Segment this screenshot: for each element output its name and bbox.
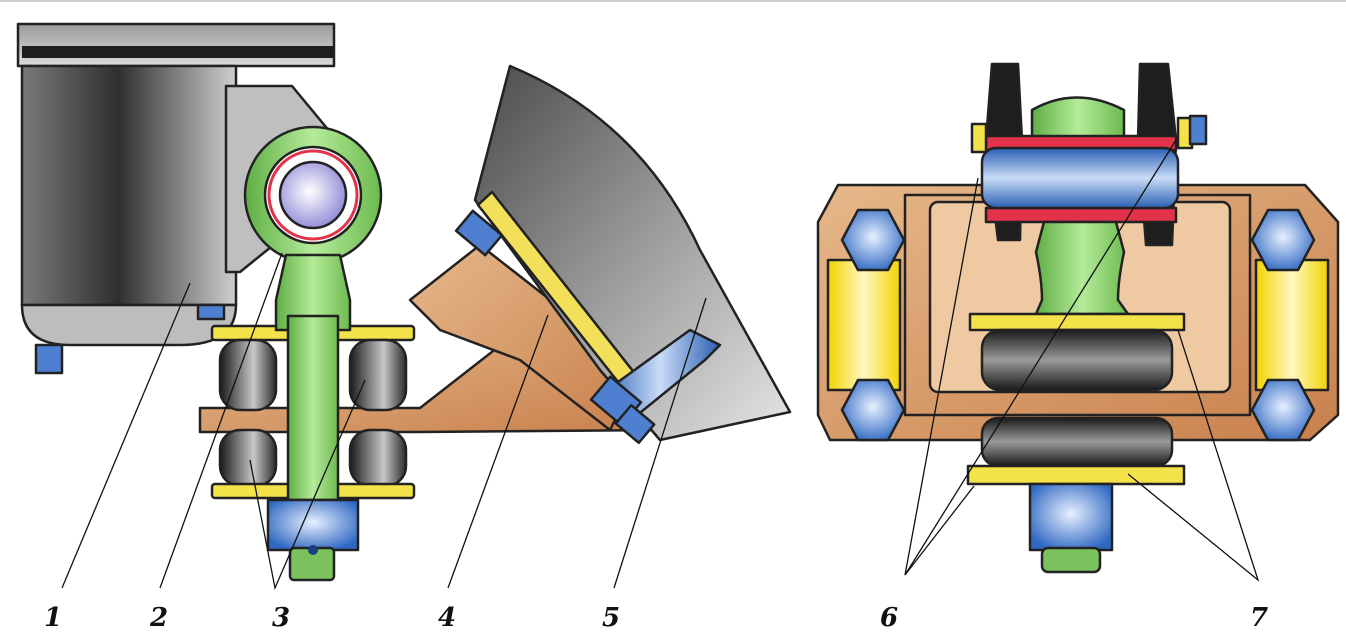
corner-nut-bottom-left (840, 378, 906, 442)
pin-washer-left (970, 122, 988, 154)
leader-1 (61, 282, 191, 589)
plate-bolt-upper (454, 209, 504, 257)
label-1: 1 (44, 603, 62, 633)
seal-lower (984, 206, 1178, 224)
bushing-bottom-right (348, 428, 408, 488)
cylinder-body (20, 64, 238, 307)
leader-5 (613, 297, 707, 589)
lower-shaft-end (1040, 546, 1102, 574)
base-bolt-right (196, 303, 226, 321)
label-6: 6 (880, 603, 898, 633)
leader-6b (904, 139, 1177, 576)
label-5: 5 (602, 603, 620, 633)
castle-nut (266, 498, 360, 552)
cross-pin (980, 146, 1180, 210)
bushing-bottom-left (218, 428, 278, 488)
base-bolt-left (34, 343, 64, 375)
cotter-pin (308, 545, 318, 555)
frame-rail-flange (22, 46, 334, 58)
left-assembly (16, 22, 792, 582)
side-block-right (1254, 258, 1330, 392)
corner-nut-top-right (1250, 208, 1316, 272)
rubber-bushing-upper (980, 328, 1174, 392)
leader-2 (159, 252, 283, 589)
cylinder-base (20, 303, 238, 347)
callout-labels: 1 2 3 4 5 6 7 (44, 603, 1268, 633)
corner-nut-bottom-right (1250, 378, 1316, 442)
lower-nut (1028, 482, 1114, 552)
link-shaft (286, 314, 340, 502)
bushing-top-right (348, 338, 408, 412)
eye-seal-ring (267, 149, 359, 241)
right-assembly (816, 62, 1340, 574)
bolt-washer (614, 403, 656, 445)
corner-nut-top-left (840, 208, 906, 272)
leader-4 (447, 314, 549, 589)
rubber-bushing-lower (980, 416, 1174, 468)
leader-lines (61, 139, 1260, 591)
leader-7 (1127, 329, 1260, 582)
link-neck (274, 253, 352, 332)
pin-nut (1188, 114, 1208, 146)
label-7: 7 (1250, 603, 1268, 633)
bushing-washer-lower (966, 464, 1186, 486)
bushing-top-left (218, 338, 278, 412)
bushing-washer-upper (968, 312, 1186, 332)
side-block-left (826, 258, 902, 392)
label-4: 4 (438, 603, 456, 633)
label-2: 2 (149, 603, 168, 633)
label-3: 3 (272, 603, 290, 633)
ball-pin (278, 160, 348, 230)
link-neck-right (1034, 220, 1130, 316)
leader-3 (249, 379, 366, 591)
frame-rail (16, 22, 336, 68)
